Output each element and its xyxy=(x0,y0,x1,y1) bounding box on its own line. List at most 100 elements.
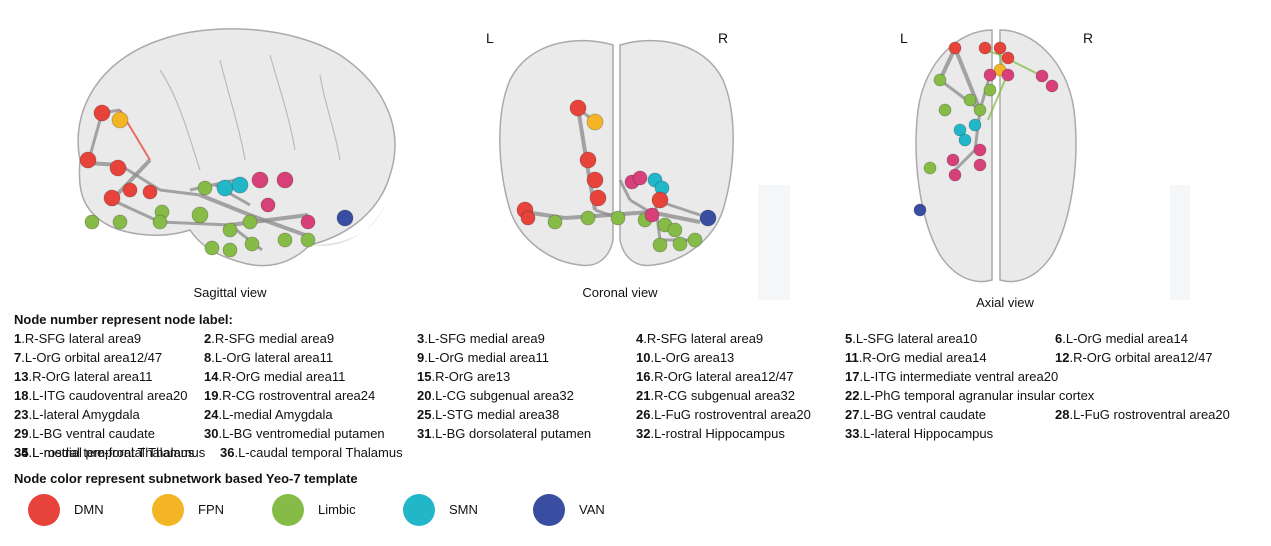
node-label-10: 10.L-OrG area13 xyxy=(636,350,734,366)
coronal-brain-figure xyxy=(499,39,734,267)
node-region-name: .R-CG rostroventral area24 xyxy=(218,388,376,403)
node-number: 25 xyxy=(417,407,432,422)
node-number: 13 xyxy=(14,369,29,384)
legend-label: SMN xyxy=(449,502,478,517)
brain-node xyxy=(93,104,111,122)
brain-node xyxy=(973,103,987,117)
connection-edge xyxy=(119,163,161,192)
brain-node xyxy=(644,207,660,223)
coronal-caption: Coronal view xyxy=(582,285,658,300)
node-region-name: .L-FuG rostroventral area20 xyxy=(1069,407,1230,422)
legend-swatch xyxy=(533,494,565,526)
brain-node xyxy=(112,214,128,230)
connection-edge xyxy=(939,78,981,112)
node-number: 31 xyxy=(417,426,432,441)
axial-brain-figure xyxy=(913,29,1077,283)
coronal-nodes xyxy=(516,99,717,253)
brain-node xyxy=(946,153,960,167)
node-region-name: .R-OrG medial area11 xyxy=(218,369,346,384)
brain-node xyxy=(978,41,992,55)
brain-node xyxy=(958,133,972,147)
node-region-name: .L-OrG medial area11 xyxy=(424,350,549,365)
node-label-9: 9.L-OrG medial area11 xyxy=(417,350,549,366)
node-number: 28 xyxy=(1055,407,1070,422)
sagittal-brain-outline xyxy=(77,28,396,267)
node-label-29: 29.L-BG ventral caudate xyxy=(14,426,155,442)
axial-caption: Axial view xyxy=(976,295,1034,310)
sagittal-nodes xyxy=(79,104,354,258)
node-number: 5 xyxy=(845,331,853,346)
brain-node xyxy=(699,209,717,227)
node-number: 32 xyxy=(636,426,651,441)
node-label-30: 30.L-BG ventromedial putamen xyxy=(204,426,385,442)
node-label-4: 4.R-SFG lateral area9 xyxy=(636,331,763,347)
node-number: 1 xyxy=(14,331,22,346)
connection-edge xyxy=(159,220,231,227)
brain-node xyxy=(652,237,668,253)
node-label-24: 24.L-medial Amygdala xyxy=(204,407,333,423)
connection-edge xyxy=(249,213,306,237)
node-number: 8 xyxy=(204,350,212,365)
node-region-name: .R-SFG lateral area9 xyxy=(21,331,142,346)
node-number: 36 xyxy=(220,445,235,460)
connection-edge xyxy=(594,208,611,217)
brain-node xyxy=(336,209,354,227)
brain-node xyxy=(993,41,1007,55)
node-number: 24 xyxy=(204,407,219,422)
node-label-22: 22.L-PhG temporal agranular insular cort… xyxy=(845,388,1094,404)
connection-edge xyxy=(199,193,251,217)
node-region-name: .R-OrG orbital area12/47 xyxy=(1069,350,1213,365)
connection-edge xyxy=(629,198,651,214)
connection-edge xyxy=(111,198,161,224)
node-label-36: 36.L-caudal temporal Thalamus xyxy=(220,445,403,461)
coronal-right-label: R xyxy=(718,30,729,46)
node-number: 27 xyxy=(845,407,860,422)
node-label-14: 14.R-OrG medial area11 xyxy=(204,369,345,385)
node-region-name: .L-lateral Amygdala xyxy=(28,407,140,422)
node-number: 17 xyxy=(845,369,860,384)
brain-node xyxy=(923,161,937,175)
connection-edge xyxy=(159,188,201,197)
node-region-name: .R-OrG are13 xyxy=(431,369,511,384)
brain-node xyxy=(142,184,158,200)
node-label-15: 15.R-OrG are13 xyxy=(417,369,510,385)
axial-nodes xyxy=(913,41,1059,217)
node-region-name: .R-OrG lateral area12/47 xyxy=(650,369,794,384)
node-number: 2 xyxy=(204,331,212,346)
node-label-3: 3.L-SFG medial area9 xyxy=(417,331,545,347)
legend-label: FPN xyxy=(198,502,224,517)
brain-node xyxy=(244,236,260,252)
brain-node xyxy=(260,197,276,213)
brain-node xyxy=(251,171,269,189)
axial-right-hemisphere xyxy=(999,29,1077,283)
node-number: 35 xyxy=(14,445,29,460)
node-number: 19 xyxy=(204,388,219,403)
brain-node xyxy=(222,222,238,238)
brain-node xyxy=(547,214,563,230)
brain-node xyxy=(300,232,316,248)
brain-node xyxy=(204,240,220,256)
brain-node xyxy=(231,176,249,194)
brain-node xyxy=(913,203,927,217)
node-region-name: .L-CG subgenual area32 xyxy=(431,388,574,403)
node-label-18: 18.L-ITG caudoventral area20 xyxy=(14,388,187,404)
axial-view-panel: L R Axial view xyxy=(880,0,1130,315)
legend-swatch xyxy=(28,494,60,526)
node-region-name: .L-OrG orbital area12/47 xyxy=(21,350,163,365)
node-number: 9 xyxy=(417,350,425,365)
node-label-5: 5.L-SFG lateral area10 xyxy=(845,331,977,347)
node-region-name: .L-ITG caudoventral area20 xyxy=(28,388,188,403)
subnetwork-legend-title: Node color represent subnetwork based Ye… xyxy=(14,471,358,486)
sagittal-brain-figure xyxy=(77,28,396,267)
axial-side-bar xyxy=(1170,185,1190,300)
brain-node xyxy=(84,214,100,230)
node-label-26: 26.L-FuG rostroventral area20 xyxy=(636,407,811,423)
node-region-name: .L-ITG intermediate ventral area20 xyxy=(859,369,1059,384)
brain-node xyxy=(191,206,209,224)
brain-node xyxy=(111,111,129,129)
coronal-side-bar xyxy=(758,185,790,300)
axial-right-label: R xyxy=(1083,30,1094,46)
node-label-28: 28.L-FuG rostroventral area20 xyxy=(1055,407,1230,423)
brain-node xyxy=(222,242,238,258)
brain-node xyxy=(667,222,683,238)
